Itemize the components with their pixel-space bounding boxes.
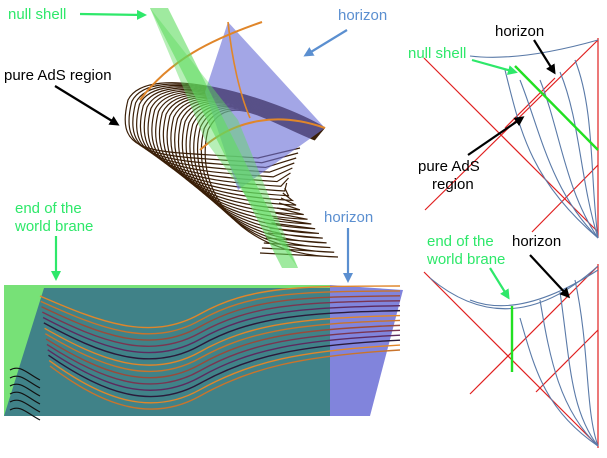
- bottom-curve: [41, 295, 401, 341]
- top-orange-curve-3: [227, 21, 251, 119]
- text-labels: null shell horizon pure AdS region end o…: [4, 6, 561, 268]
- bottom-curve: [47, 334, 401, 391]
- bottom-left-curve: [9, 367, 41, 381]
- label-horizon-bottom: horizon: [324, 209, 373, 226]
- penrose1-null-shell-line: [514, 65, 599, 151]
- arrow-right-pure-ads: [467, 116, 525, 156]
- annotation-arrows: [51, 9, 571, 300]
- label-right-end-brane-line1: end of the: [427, 233, 494, 250]
- label-right-horizon-bottom: horizon: [512, 233, 561, 250]
- penrose2-red-1: [469, 265, 599, 395]
- bottom-left-curve: [9, 383, 41, 397]
- label-right-null-shell: null shell: [408, 45, 466, 62]
- label-pure-ads-region: pure AdS region: [4, 67, 112, 84]
- label-end-brane-line2: world brane: [14, 218, 93, 235]
- bottom-curve: [49, 349, 401, 410]
- bottom-curve: [48, 339, 401, 398]
- bottom-left-curve: [9, 407, 41, 421]
- bottom-curve: [48, 344, 401, 404]
- bottom-curve-family: [39, 285, 401, 410]
- arrow-pure-ads: [54, 85, 120, 126]
- penrose1-red-3: [531, 164, 599, 233]
- bottom-left-curve: [9, 391, 41, 405]
- top-null-shell-plane: [150, 8, 298, 268]
- label-horizon-top: horizon: [338, 7, 387, 24]
- penrose2-red-2: [535, 329, 599, 393]
- right-bottom-penrose: [423, 264, 599, 448]
- bottom-left-curve: [9, 399, 41, 413]
- label-end-brane-line1: end of the: [15, 200, 82, 217]
- bottom-left-edge-curves: [9, 367, 41, 421]
- bottom-3d-plot: [4, 285, 403, 421]
- label-right-pure-ads-line1: pure AdS: [418, 158, 480, 175]
- bottom-curve: [45, 319, 401, 373]
- bottom-curve: [43, 309, 401, 360]
- bottom-curve: [39, 285, 401, 329]
- bottom-curve: [41, 300, 401, 348]
- arrow-null-shell-top: [79, 9, 147, 20]
- right-top-penrose: [423, 38, 599, 239]
- arrow-right-horizon-top: [533, 39, 556, 75]
- top-3d-plot: [124, 8, 339, 268]
- bottom-curve: [46, 329, 401, 385]
- label-right-horizon-top: horizon: [495, 23, 544, 40]
- top-orange-curve-1: [139, 21, 263, 101]
- arrow-horizon-top: [303, 29, 348, 57]
- arrow-right-null-shell: [471, 58, 518, 75]
- bottom-left-curve: [9, 375, 41, 389]
- label-right-end-brane-line2: world brane: [426, 251, 505, 268]
- top-orange-curve-2: [199, 118, 326, 151]
- label-null-shell-top: null shell: [8, 6, 66, 23]
- bottom-curve: [42, 304, 401, 354]
- arrow-right-horizon-bottom: [529, 254, 571, 299]
- penrose1-red-2: [504, 77, 556, 129]
- bottom-curve: [45, 324, 401, 379]
- label-right-pure-ads-line2: region: [432, 176, 474, 193]
- penrose1-blue-curves: [469, 39, 599, 239]
- bottom-curve: [44, 314, 401, 366]
- penrose1-boundary-upper: [423, 57, 599, 233]
- arrow-right-end-brane: [489, 267, 510, 300]
- bottom-curve: [40, 290, 401, 335]
- top-null-shell-face: [150, 8, 298, 268]
